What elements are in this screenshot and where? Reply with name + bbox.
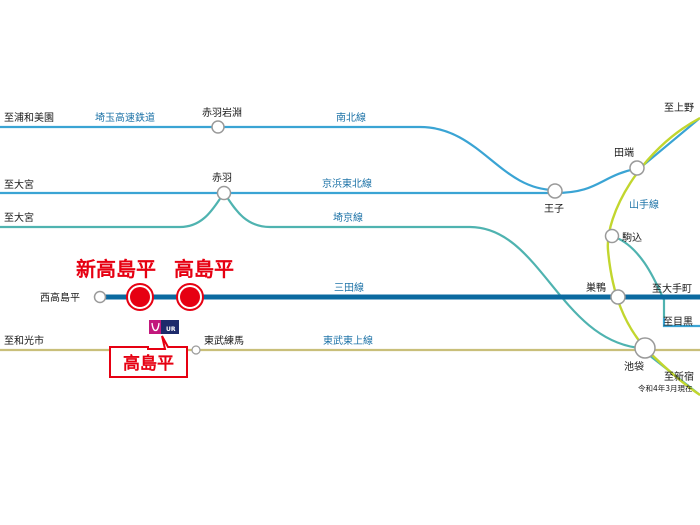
dir-omiya-1: 至大宮 bbox=[4, 178, 34, 191]
label-akabane: 赤羽 bbox=[212, 172, 232, 184]
dir-urawa-misono: 至浦和美園 bbox=[4, 111, 54, 124]
saikyo-line bbox=[0, 191, 700, 396]
label-keihin-tohoku: 京浜東北線 bbox=[322, 177, 372, 190]
takashimadaira-callout: 高島平 bbox=[109, 335, 188, 378]
ur-logo-icon bbox=[151, 322, 160, 332]
meguro-branch bbox=[662, 318, 700, 328]
label-akabane-iwabuchi: 赤羽岩淵 bbox=[202, 106, 242, 119]
callout-text: 高島平 bbox=[123, 353, 174, 374]
station-akabane-iwabuchi[interactable] bbox=[211, 120, 225, 134]
label-saikyo: 埼京線 bbox=[333, 211, 363, 224]
station-tabata[interactable] bbox=[629, 160, 645, 176]
station-oji[interactable] bbox=[547, 183, 563, 199]
station-takashimadaira-marker[interactable] bbox=[176, 283, 204, 311]
label-mita: 三田線 bbox=[334, 281, 364, 294]
station-komagome[interactable] bbox=[604, 228, 620, 244]
label-komagome: 駒込 bbox=[622, 232, 642, 244]
label-shin-takashimadaira: 新高島平 bbox=[76, 257, 156, 281]
label-yamanote: 山手線 bbox=[629, 198, 659, 211]
label-oji: 王子 bbox=[544, 203, 564, 215]
dir-omiya-2: 至大宮 bbox=[4, 211, 34, 224]
station-tobu-nerima[interactable] bbox=[191, 345, 201, 355]
label-sugamo: 巣鴨 bbox=[586, 281, 606, 294]
nanboku-line bbox=[0, 125, 556, 192]
label-tobu-tojo: 東武東上線 bbox=[323, 334, 373, 347]
station-sugamo[interactable] bbox=[610, 289, 626, 305]
label-nanboku: 南北線 bbox=[336, 111, 366, 124]
label-tobu-nerima: 東武練馬 bbox=[204, 334, 244, 347]
label-takashimadaira: 高島平 bbox=[174, 257, 234, 281]
label-tabata: 田端 bbox=[614, 146, 634, 159]
dir-otemachi: 至大手町 bbox=[652, 282, 692, 295]
dir-ueno: 至上野 bbox=[664, 102, 694, 114]
ur-badge-text: UR bbox=[166, 326, 176, 333]
label-saitama: 埼玉高速鉄道 bbox=[95, 111, 155, 124]
station-akabane[interactable] bbox=[216, 185, 232, 201]
station-nishidaishima[interactable] bbox=[93, 290, 107, 304]
label-ikebukuro: 池袋 bbox=[624, 360, 644, 373]
as-of-note: 令和4年3月現在 bbox=[638, 383, 693, 393]
station-shin-takashimadaira-marker[interactable] bbox=[126, 283, 154, 311]
station-ikebukuro[interactable] bbox=[634, 337, 656, 359]
label-nishidaishima: 西高島平 bbox=[40, 291, 80, 304]
dir-shinjuku: 至新宿 bbox=[664, 370, 694, 383]
dir-wakoshi: 至和光市 bbox=[4, 334, 44, 347]
dir-meguro: 至目黒 bbox=[663, 316, 693, 328]
ur-badge: UR bbox=[149, 320, 179, 334]
